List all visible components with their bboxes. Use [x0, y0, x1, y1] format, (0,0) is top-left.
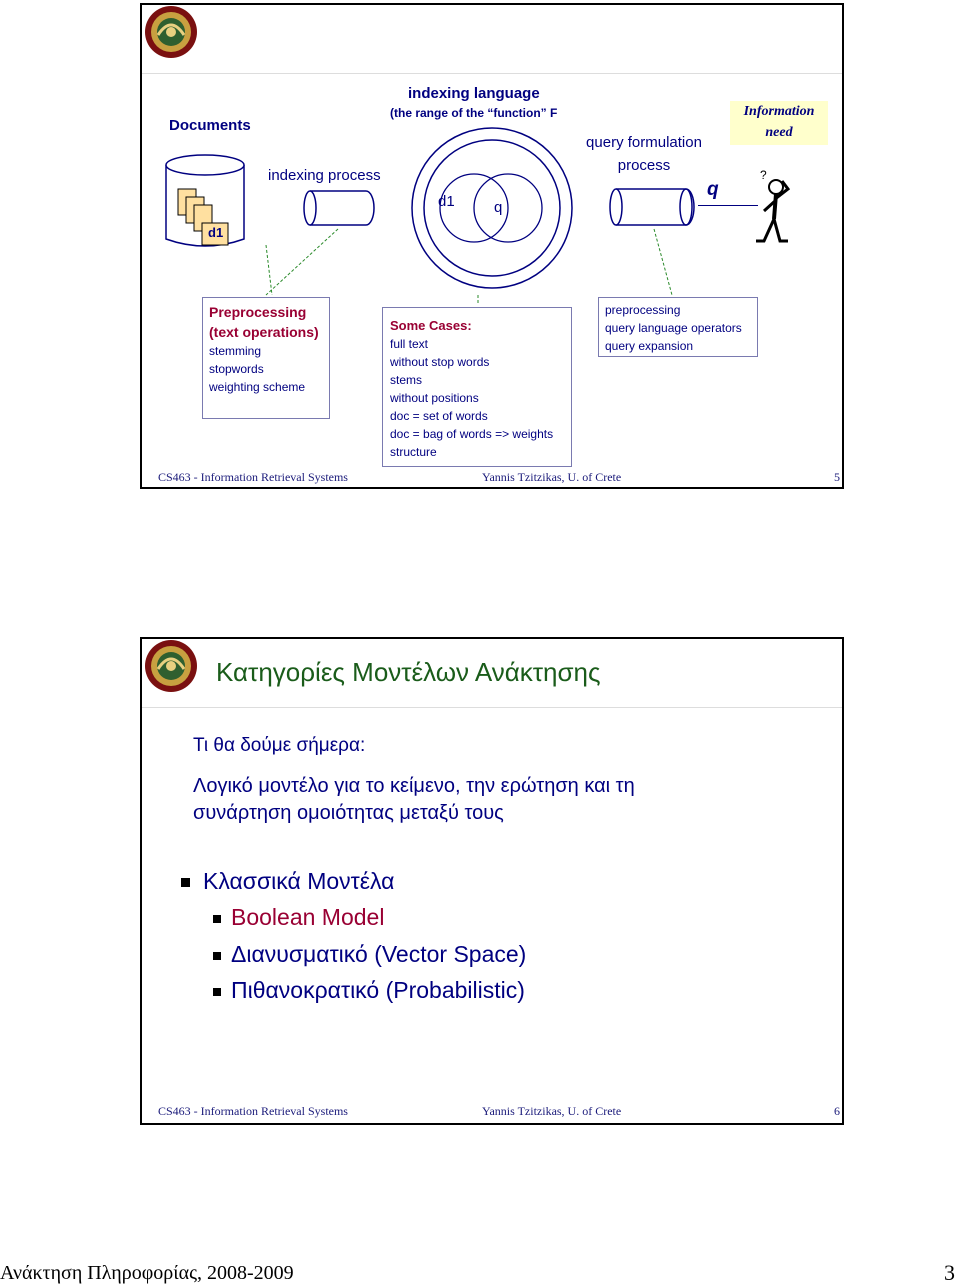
slide-footer-author: Yannis Tzitzikas, U. of Crete	[482, 470, 622, 484]
bullet-square-icon	[181, 878, 190, 887]
query-formulation-label: query formulation process	[586, 134, 702, 174]
bullet-square-icon	[213, 988, 221, 996]
list-item: stopwords	[209, 362, 264, 376]
list-item: query language operators	[605, 321, 742, 335]
thinking-person-icon: ?	[756, 168, 791, 243]
some-cases-title: Some Cases:	[390, 318, 472, 333]
slide-page-number: 6	[834, 1104, 840, 1118]
query-q-label: q	[707, 179, 719, 200]
sub-bullet-probabilistic: Πιθανοκρατικό (Probabilistic)	[231, 977, 525, 1003]
list-item: query expansion	[605, 339, 694, 353]
sub-bullet-vector: Διανυσματικό (Vector Space)	[231, 941, 527, 967]
bullet-classic-models: Κλασσικά Μοντέλα	[203, 868, 395, 894]
range-text: (the range of the “function” F	[390, 106, 558, 120]
list-item: doc = bag of words => weights	[390, 427, 554, 441]
slide-2: Κατηγορίες Μοντέλων Ανάκτησης Τι θα δούμ…	[140, 637, 844, 1125]
indexing-tube-icon	[303, 190, 375, 226]
sub-bullet-boolean: Boolean Model	[231, 904, 385, 930]
page-footer-course: Ανάκτηση Πληροφορίας, 2008-2009	[0, 1262, 294, 1284]
indexing-language-circle	[411, 127, 573, 289]
text-operations-title: (text operations)	[209, 324, 319, 340]
documents-label: Documents	[169, 117, 251, 134]
slide-footer-course: CS463 - Information Retrieval Systems	[158, 1104, 348, 1118]
preprocessing-title: Preprocessing	[209, 304, 307, 320]
document-database-icon	[165, 154, 245, 247]
some-cases-box: Some Cases: full text without stop words…	[382, 307, 572, 467]
slide-title: Κατηγορίες Μοντέλων Ανάκτησης	[216, 657, 601, 687]
list-item: preprocessing	[605, 303, 681, 317]
slide-footer-author: Yannis Tzitzikas, U. of Crete	[482, 1104, 622, 1118]
venn-q-label: q	[494, 199, 503, 216]
list-item: without stop words	[390, 355, 490, 369]
list-item: weighting scheme	[209, 380, 306, 394]
preprocessing-box: Preprocessing (text operations) stemming…	[202, 297, 330, 419]
venn-d1-label: d1	[438, 193, 455, 210]
university-logo-icon	[145, 6, 197, 58]
bullet-square-icon	[213, 952, 221, 960]
information-need-box: Information need	[730, 101, 828, 145]
svg-text:?: ?	[760, 168, 767, 182]
slide-1: Documents d1 indexing process indexing l…	[140, 3, 844, 489]
bullet-square-icon	[213, 915, 221, 923]
indexing-process-label: indexing process	[268, 167, 381, 184]
list-item: without positions	[390, 391, 479, 405]
subtitle: Τι θα δούμε σήμερα:	[193, 735, 366, 756]
indexing-language-title: indexing language	[408, 85, 540, 102]
title-divider	[142, 707, 842, 708]
query-processing-box: preprocessing query language operators q…	[598, 297, 758, 357]
university-logo-icon	[145, 640, 197, 692]
slide-page-number: 5	[834, 470, 840, 484]
slide-footer-course: CS463 - Information Retrieval Systems	[158, 470, 348, 484]
list-item: stems	[390, 373, 423, 387]
list-item: structure	[390, 445, 437, 459]
page-footer-number: 3	[944, 1260, 955, 1285]
query-tube-icon	[609, 188, 695, 226]
list-item: doc = set of words	[390, 409, 488, 423]
dashed-connectors	[265, 228, 673, 305]
list-item: full text	[390, 337, 429, 351]
list-item: stemming	[209, 344, 262, 358]
doc-stack-label: d1	[208, 225, 224, 240]
paragraph: Λογικό μοντέλο για το κείμενο, την ερώτη…	[193, 775, 635, 824]
